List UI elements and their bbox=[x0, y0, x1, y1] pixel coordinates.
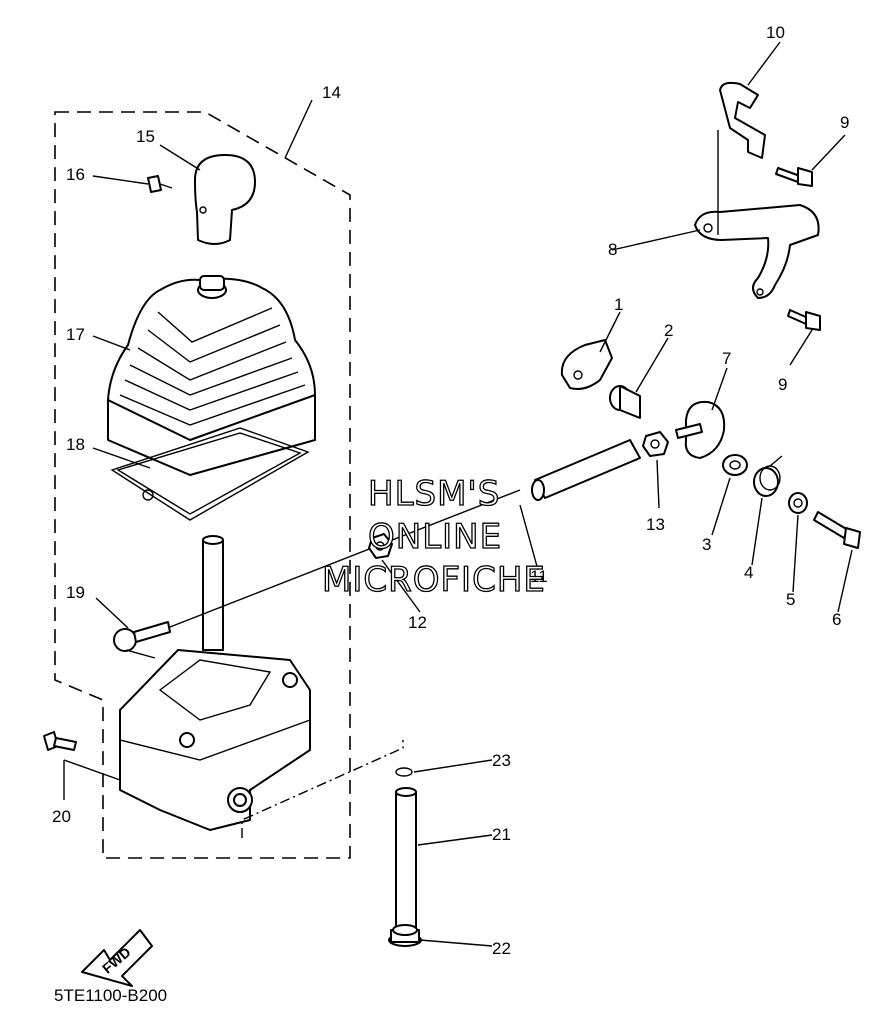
rubber-boot bbox=[107, 275, 316, 476]
callout-19: 19 bbox=[66, 583, 85, 602]
callout-14: 14 bbox=[322, 83, 341, 102]
watermark-line-3: MICROFICHE bbox=[322, 560, 546, 600]
lever-plate-1 bbox=[560, 339, 613, 390]
shift-knob bbox=[194, 154, 256, 245]
assembly-boundary bbox=[54, 111, 351, 859]
lever-7 bbox=[675, 400, 726, 459]
lever-housing bbox=[119, 649, 311, 831]
bolt-9-upper bbox=[775, 167, 813, 187]
callout-1: 1 bbox=[614, 295, 623, 314]
callout-7: 7 bbox=[722, 349, 731, 368]
tube-21 bbox=[395, 787, 417, 931]
callout-13: 13 bbox=[646, 515, 665, 534]
callout-15: 15 bbox=[136, 127, 155, 146]
washer-3 bbox=[722, 454, 748, 476]
callout-11: 11 bbox=[530, 567, 548, 586]
assembly-line bbox=[241, 740, 404, 838]
callout-6: 6 bbox=[832, 610, 841, 629]
bolt-20 bbox=[43, 731, 77, 751]
callout-4: 4 bbox=[744, 563, 753, 582]
watermark-line-2: ONLINE bbox=[368, 517, 502, 557]
clip-23 bbox=[395, 767, 413, 777]
gasket bbox=[110, 427, 310, 521]
screw-16 bbox=[147, 175, 173, 193]
diagram-code: 5TE1100-B200 bbox=[54, 986, 167, 1005]
watermark: HLSM'S ONLINE MICROFICHE bbox=[321, 473, 546, 600]
nut-12 bbox=[368, 533, 393, 559]
callout-17: 17 bbox=[66, 325, 85, 344]
callout-12: 12 bbox=[408, 613, 427, 632]
callout-23: 23 bbox=[492, 751, 511, 770]
bolt-9-lower bbox=[787, 309, 821, 331]
callouts: 1 2 3 4 5 6 7 8 9 9 10 11 12 13 14 15 16… bbox=[52, 23, 849, 958]
callout-10: 10 bbox=[766, 23, 785, 42]
grommet-22 bbox=[388, 924, 422, 947]
bushing-2 bbox=[609, 385, 641, 419]
callout-3: 3 bbox=[702, 535, 711, 554]
clip-10 bbox=[719, 81, 766, 159]
callout-2: 2 bbox=[664, 321, 673, 340]
bracket-8 bbox=[694, 204, 820, 299]
ball-joint bbox=[113, 621, 171, 659]
callout-20: 20 bbox=[52, 807, 71, 826]
fwd-arrow: FWD bbox=[81, 929, 153, 987]
callout-9-lower: 9 bbox=[778, 375, 787, 394]
callout-9-upper: 9 bbox=[840, 113, 849, 132]
washer-5 bbox=[788, 492, 808, 514]
connecting-rod bbox=[169, 489, 521, 628]
callout-22: 22 bbox=[492, 939, 511, 958]
shaft bbox=[531, 439, 641, 501]
nut-13 bbox=[642, 431, 669, 457]
bolt-6 bbox=[813, 511, 861, 549]
spring-4 bbox=[753, 455, 783, 497]
shift-lever bbox=[202, 535, 224, 651]
callout-8: 8 bbox=[608, 240, 617, 259]
callout-16: 16 bbox=[66, 165, 85, 184]
callout-5: 5 bbox=[786, 590, 795, 609]
callout-18: 18 bbox=[66, 435, 85, 454]
leader-lines bbox=[63, 41, 853, 947]
watermark-line-1: HLSM'S bbox=[368, 474, 500, 514]
callout-21: 21 bbox=[492, 825, 511, 844]
